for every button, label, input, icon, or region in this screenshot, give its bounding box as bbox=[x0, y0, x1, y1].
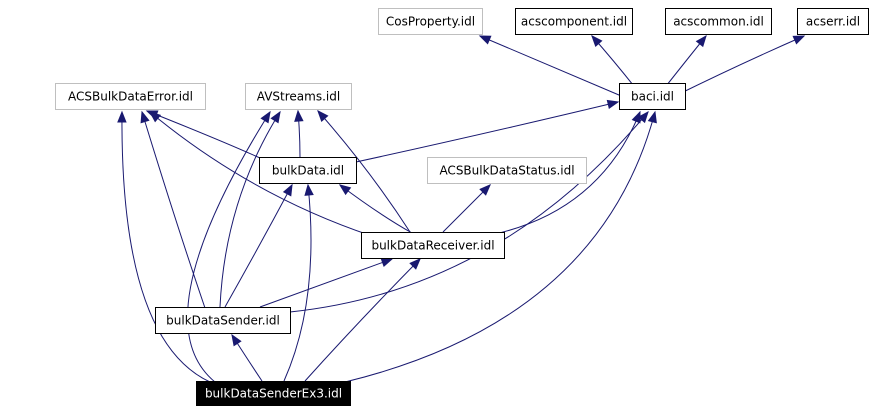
edge-bulkdatareceiver-to-bulkdata bbox=[338, 184, 413, 234]
edge-arrowhead bbox=[647, 110, 657, 124]
node-bulkdatasender[interactable]: bulkDataSender.idl bbox=[155, 307, 291, 334]
edge-line bbox=[146, 110, 261, 159]
node-label: ACSBulkDataStatus.idl bbox=[439, 164, 574, 178]
edge-bulkdata-to-baci bbox=[355, 99, 620, 163]
node-bulkdatareceiver[interactable]: bulkDataReceiver.idl bbox=[361, 232, 505, 259]
edge-line bbox=[494, 111, 641, 235]
edge-bulkdatareceiver-to-acsbulkdatastatus bbox=[442, 184, 491, 233]
edge-line bbox=[283, 184, 312, 382]
node-bulkdata[interactable]: bulkData.idl bbox=[259, 157, 357, 184]
node-box bbox=[196, 381, 351, 406]
node-label: acscomponent.idl bbox=[521, 15, 627, 29]
node-acscomponent[interactable]: acscomponent.idl bbox=[515, 8, 633, 35]
node-box bbox=[361, 232, 505, 259]
edge-bulkdatasenderex3-to-avstreams bbox=[187, 110, 271, 383]
edge-bulkdatasender-to-bulkdatareceiver bbox=[259, 258, 394, 308]
edge-line bbox=[259, 258, 393, 308]
edge-arrowhead bbox=[338, 184, 352, 196]
edge-arrowhead bbox=[270, 110, 281, 124]
edge-line bbox=[187, 111, 271, 383]
edge-arrowhead bbox=[409, 258, 421, 270]
edge-line bbox=[141, 111, 206, 309]
edge-arrowhead bbox=[317, 109, 329, 123]
node-label: bulkData.idl bbox=[272, 164, 344, 178]
node-label: AVStreams.idl bbox=[257, 90, 340, 104]
edge-arrowhead bbox=[140, 110, 150, 124]
node-box bbox=[245, 83, 352, 110]
edge-line bbox=[339, 184, 413, 234]
edge-arrowhead bbox=[792, 35, 806, 45]
edge-bulkdatasenderex3-to-acsbulkdataerror bbox=[117, 110, 211, 383]
edge-arrowhead bbox=[591, 34, 603, 48]
node-avstreams[interactable]: AVStreams.idl bbox=[245, 83, 352, 110]
edge-bulkdatasender-to-avstreams bbox=[219, 110, 281, 308]
nodes-layer: CosProperty.idl acscomponent.idl acscommon… bbox=[55, 8, 869, 406]
node-box bbox=[427, 157, 587, 184]
edge-bulkdatasenderex3-to-bulkdata bbox=[283, 183, 314, 382]
edge-line bbox=[317, 110, 411, 233]
node-label: ACSBulkDataError.idl bbox=[68, 90, 193, 104]
edge-baci-to-cosproperty bbox=[478, 35, 627, 99]
edge-line bbox=[121, 111, 211, 383]
edge-line bbox=[479, 35, 627, 99]
node-label: bulkDataSenderEx3.idl bbox=[205, 387, 342, 401]
edge-bulkdatareceiver-to-avstreams bbox=[317, 109, 411, 233]
edge-line bbox=[224, 184, 293, 308]
edge-line bbox=[219, 111, 281, 308]
edge-bulkdatasender-to-acsbulkdataerror bbox=[140, 110, 206, 309]
edge-line bbox=[674, 35, 805, 97]
edge-bulkdatareceiver-to-acsbulkdataerror bbox=[148, 111, 373, 237]
edge-line bbox=[149, 111, 373, 237]
node-acserr[interactable]: acserr.idl bbox=[797, 8, 869, 35]
edge-bulkdatasenderex3-to-baci bbox=[344, 110, 657, 383]
edge-arrowhead bbox=[148, 111, 162, 123]
node-box bbox=[55, 83, 206, 110]
edge-arrowhead bbox=[478, 35, 492, 45]
edge-arrowhead bbox=[117, 110, 127, 123]
edge-baci-to-acserr bbox=[674, 35, 806, 97]
node-box bbox=[619, 83, 686, 110]
edge-line bbox=[344, 111, 656, 383]
edge-bulkdata-to-acsbulkdataerror bbox=[145, 110, 261, 159]
edge-line bbox=[355, 101, 619, 163]
node-box bbox=[378, 8, 483, 35]
edge-bulkdatasender-to-bulkdata bbox=[224, 183, 293, 308]
node-box bbox=[155, 307, 291, 334]
node-cosproperty[interactable]: CosProperty.idl bbox=[378, 8, 483, 35]
node-bulkdatasenderex3[interactable]: bulkDataSenderEx3.idl bbox=[196, 381, 351, 406]
edge-arrowhead bbox=[260, 110, 271, 124]
edge-arrowhead bbox=[606, 99, 620, 110]
edge-arrowhead bbox=[695, 34, 707, 48]
edge-arrowhead bbox=[304, 183, 314, 196]
edge-arrowhead bbox=[294, 109, 304, 122]
edge-bulkdatasenderex3-to-bulkdatasender bbox=[231, 333, 263, 382]
node-acscommon[interactable]: acscommon.idl bbox=[665, 8, 772, 35]
node-acsbulkdatastatus[interactable]: ACSBulkDataStatus.idl bbox=[427, 157, 587, 184]
edge-arrowhead bbox=[637, 110, 649, 124]
node-box bbox=[665, 8, 772, 35]
edges-layer bbox=[117, 34, 806, 383]
node-label: bulkDataReceiver.idl bbox=[371, 239, 494, 253]
edge-arrowhead bbox=[231, 333, 242, 347]
node-acsbulkdataerror[interactable]: ACSBulkDataError.idl bbox=[55, 83, 206, 110]
node-label: acserr.idl bbox=[806, 15, 860, 29]
node-label: baci.idl bbox=[631, 90, 674, 104]
node-box bbox=[797, 8, 869, 35]
node-baci[interactable]: baci.idl bbox=[619, 83, 686, 110]
node-label: acscommon.idl bbox=[673, 15, 764, 29]
edge-arrowhead bbox=[380, 258, 394, 268]
edge-bulkdata-to-avstreams bbox=[294, 109, 304, 158]
edge-line bbox=[304, 258, 421, 382]
node-box bbox=[259, 157, 357, 184]
node-label: CosProperty.idl bbox=[386, 15, 475, 29]
edge-arrowhead bbox=[282, 183, 293, 197]
node-label: bulkDataSender.idl bbox=[166, 314, 280, 328]
node-box bbox=[515, 8, 633, 35]
edge-bulkdatasenderex3-to-bulkdatareceiver bbox=[304, 258, 421, 382]
edge-arrowhead bbox=[479, 184, 491, 196]
